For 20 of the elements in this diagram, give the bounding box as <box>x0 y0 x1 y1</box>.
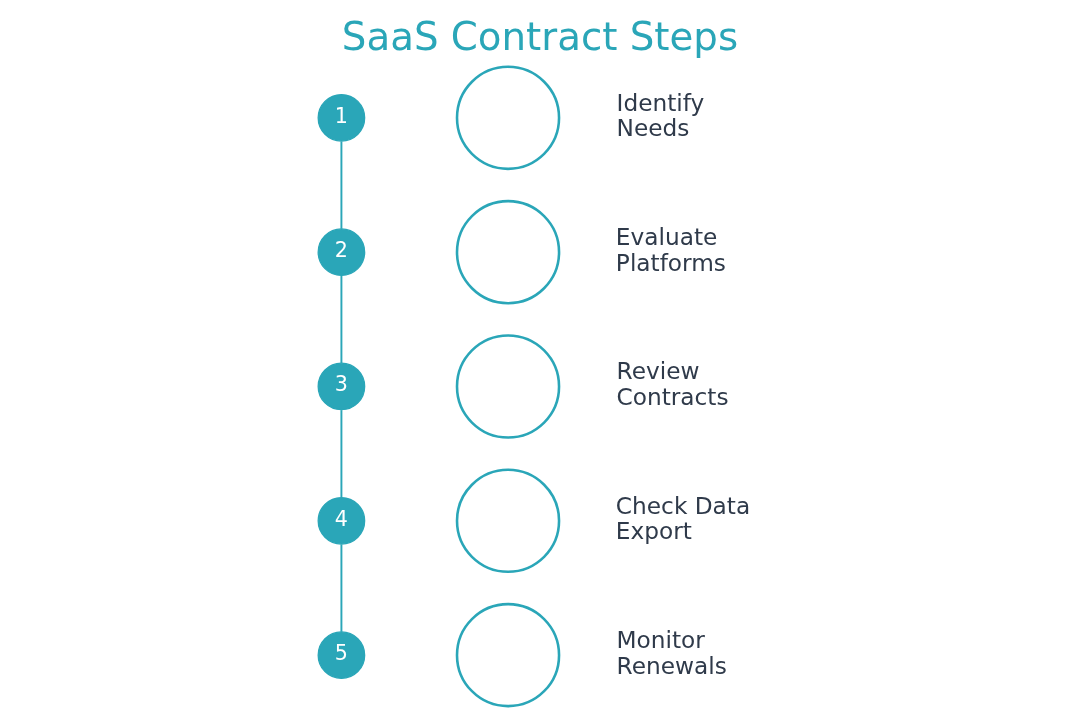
node-circle: 2 <box>317 228 366 277</box>
node-label: Identify Needs <box>616 88 705 142</box>
node-circle <box>455 65 561 171</box>
node-label: Check Data Export <box>615 491 751 545</box>
node-label: Monitor Renewals <box>616 625 727 679</box>
node-circle <box>455 199 561 305</box>
node-label: Evaluate Platforms <box>615 222 726 276</box>
node-circle: 5 <box>317 631 366 680</box>
node-circle <box>455 602 561 708</box>
node-circle: 3 <box>317 362 366 411</box>
diagram-title: SaaS Contract Steps <box>341 14 739 60</box>
node-label: Review Contracts <box>616 357 729 411</box>
connector <box>340 409 343 499</box>
connector <box>340 543 343 633</box>
node-circle <box>455 468 561 574</box>
connector <box>340 274 343 365</box>
connector <box>340 140 343 230</box>
node-circle <box>455 334 561 439</box>
node-circle: 1 <box>317 93 366 142</box>
node-circle: 4 <box>317 496 366 545</box>
